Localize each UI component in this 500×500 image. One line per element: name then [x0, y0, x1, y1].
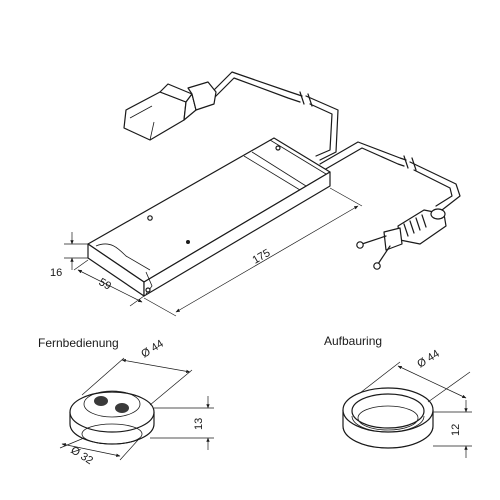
remote-height-label: 13 — [193, 418, 205, 430]
remote-outer-diameter-label: Ø 44 — [139, 338, 166, 361]
remote-inner-diameter-label: Ø 32 — [68, 444, 95, 467]
surface-ring-view: Aufbauring Ø 44 12 — [324, 334, 472, 458]
ring-height-label: 12 — [450, 424, 462, 436]
ring-diameter-label: Ø 44 — [415, 348, 442, 371]
euro-socket-icon — [123, 81, 217, 141]
height-dimension: 16 — [50, 232, 88, 279]
remote-control-icon — [69, 390, 155, 445]
height-label: 16 — [50, 267, 62, 279]
transformer-assembly: 175 59 16 — [50, 71, 461, 317]
socket-cable — [211, 71, 339, 161]
transformer-box — [87, 137, 331, 297]
ring-height-dimension: 12 — [433, 400, 472, 458]
width-label: 59 — [97, 276, 114, 293]
surface-ring-icon — [342, 387, 434, 449]
length-label: 175 — [251, 247, 273, 267]
remote-height-dimension: 13 — [150, 396, 214, 450]
remote-control-view: Fernbedienung Ø 44 Ø 32 — [38, 336, 214, 467]
euro-plug-icon — [356, 208, 447, 270]
ring-title: Aufbauring — [324, 334, 382, 348]
plug-cable — [319, 141, 461, 211]
remote-title: Fernbedienung — [38, 336, 119, 350]
width-dimension: 59 — [73, 259, 145, 307]
